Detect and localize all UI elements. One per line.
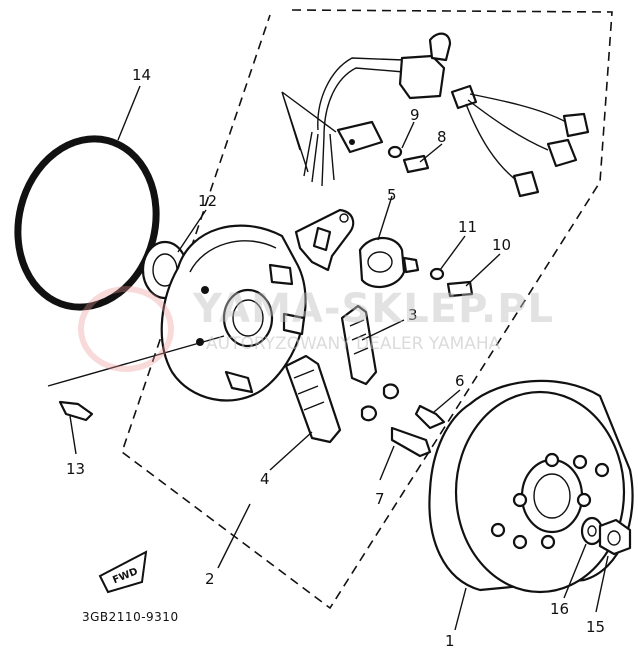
charge-coil-part	[284, 354, 378, 444]
assembly-boundary	[121, 9, 613, 610]
part-number-8: 8	[437, 128, 447, 146]
part-number-16: 16	[550, 600, 569, 618]
part-number-12: 12	[198, 192, 217, 210]
part-number-10: 10	[492, 236, 511, 254]
drawing-code: 3GB2110-9310	[82, 610, 179, 624]
part-number-4: 4	[260, 470, 270, 488]
part-number-11: 11	[458, 218, 477, 236]
part-number-2: 2	[205, 570, 215, 588]
part-number-14: 14	[132, 66, 151, 84]
lighting-coil-part	[340, 304, 400, 400]
part-number-1: 1	[445, 632, 455, 650]
leader-lines	[47, 85, 609, 631]
pickup-bracket	[294, 208, 355, 272]
rotor-nut-part	[598, 518, 632, 556]
part-number-15: 15	[586, 618, 605, 636]
wire-harness-part	[303, 32, 590, 198]
pickup-coil-part	[358, 236, 420, 289]
fwd-arrow: FWD	[98, 550, 148, 594]
part-number-3: 3	[408, 306, 418, 324]
part-number-13: 13	[66, 460, 85, 478]
washer-parts	[387, 145, 445, 281]
part-number-6: 6	[455, 372, 465, 390]
part-number-labels: 1 2 3 4 5 6 7 8 9 10 11 12 13 14 15 16	[66, 66, 605, 650]
o-ring-part	[14, 135, 160, 311]
part-number-7: 7	[375, 490, 385, 508]
wire-clamp-part	[336, 120, 384, 154]
part-number-5: 5	[387, 186, 397, 204]
flywheel-rotor-part	[428, 379, 634, 594]
part-number-9: 9	[410, 106, 420, 124]
stator-plate-part	[160, 224, 307, 402]
